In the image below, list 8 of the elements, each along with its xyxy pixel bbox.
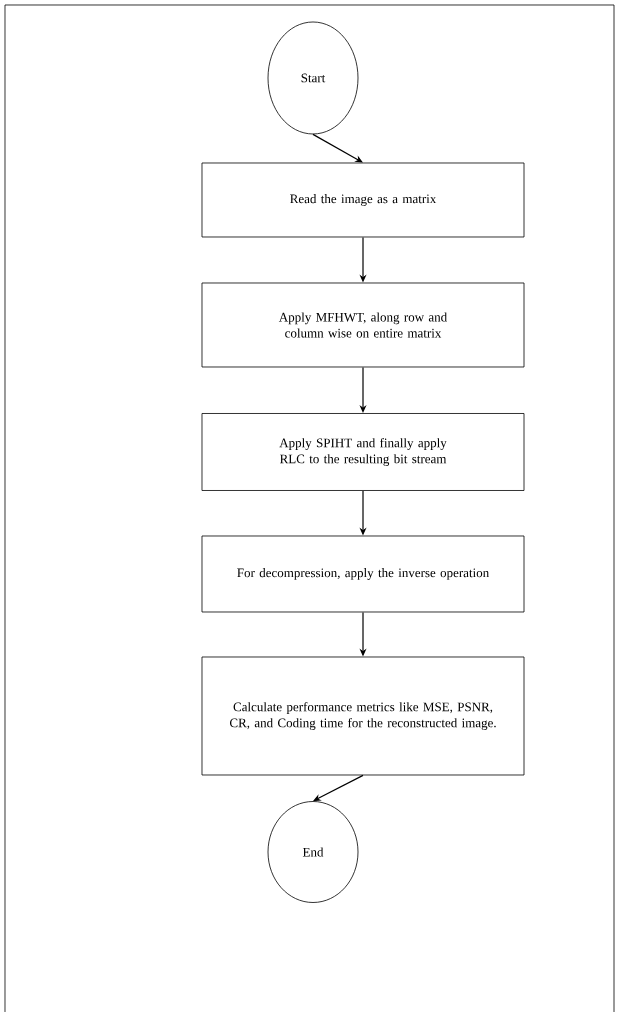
terminal-oval: Start	[267, 21, 359, 135]
process-box: Apply MFHWT, along row and column wise on entire matrix	[201, 282, 525, 368]
process-box: Apply SPIHT and finally apply RLC to the resulting bit stream	[201, 413, 525, 491]
terminal-oval: End	[267, 801, 359, 903]
process-box: For decompression, apply the inverse operation	[201, 535, 525, 613]
process-box: Calculate performance metrics like MSE, PSNR, CR, and Coding time for the reconstructed image.	[201, 656, 525, 776]
arrow	[312, 133, 363, 163]
process-box: Read the image as a matrix	[201, 162, 525, 238]
